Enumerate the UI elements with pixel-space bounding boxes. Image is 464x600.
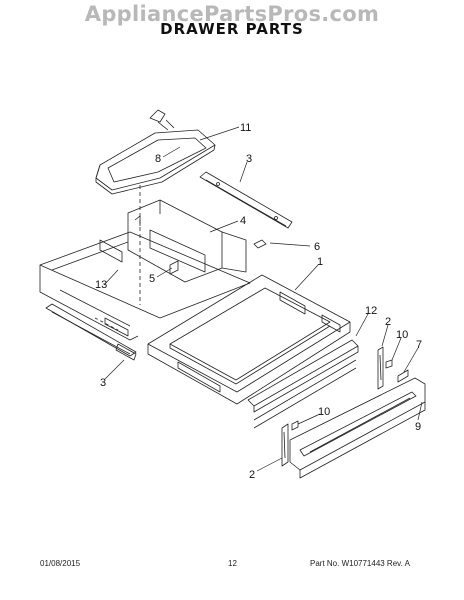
part-11-drawer-rail	[95, 109, 216, 195]
part-2-bracket-right	[377, 346, 384, 390]
page-title: DRAWER PARTS	[160, 20, 304, 38]
callout-6: 6	[314, 241, 320, 253]
callout-2-right: 2	[385, 316, 391, 328]
callout-8: 8	[155, 153, 161, 165]
part-5-clip	[169, 260, 179, 275]
footer-part-number: Part No. W10771443 Rev. A	[310, 559, 410, 568]
part-3-slide-rail-lower	[45, 303, 137, 361]
part-10-screw-bottom	[291, 420, 299, 431]
callout-5: 5	[149, 273, 155, 285]
part-3-slide-rail-upper	[199, 171, 293, 229]
callout-11: 11	[240, 122, 251, 134]
part-9-drawer-front	[289, 377, 426, 479]
footer-date: 01/08/2015	[40, 559, 81, 568]
callout-12: 12	[365, 305, 377, 317]
callout-10-top: 10	[396, 329, 408, 341]
footer-page-number: 12	[228, 559, 237, 568]
callout-13: 13	[95, 279, 107, 291]
part-1-drawer-pan	[147, 274, 351, 405]
part-4-rear-bracket	[127, 199, 247, 283]
callout-7: 7	[416, 339, 422, 351]
part-10-screw-right	[385, 359, 393, 369]
callout-3-left: 3	[100, 377, 106, 389]
part-6-screw	[253, 239, 267, 249]
alignment-line-2	[94, 317, 119, 331]
callout-10-bottom: 10	[318, 406, 330, 418]
part-13-drawer-box	[39, 231, 251, 341]
part-2-bracket-left	[281, 423, 289, 467]
leader-lines	[103, 126, 423, 472]
callout-1: 1	[317, 256, 323, 268]
callout-4: 4	[240, 215, 246, 227]
callout-9: 9	[415, 421, 421, 433]
callout-2-bottom: 2	[249, 469, 255, 481]
part-12-front-panel	[247, 339, 359, 429]
watermark: AppliancePartsPros.com	[84, 2, 380, 26]
part-7-clip	[397, 369, 409, 383]
callout-3-top: 3	[246, 153, 252, 165]
